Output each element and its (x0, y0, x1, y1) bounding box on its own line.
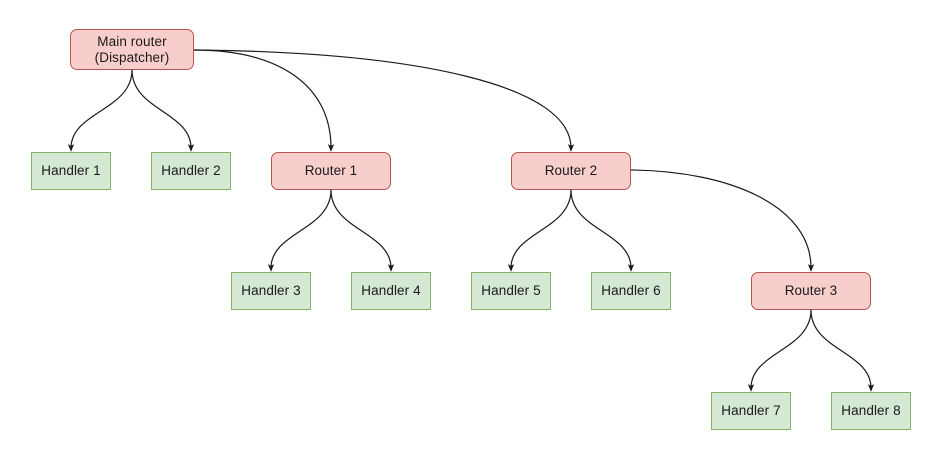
edge-router3-to-handler7 (747, 309, 812, 392)
node-handler8-label: Handler 8 (841, 403, 901, 418)
node-handler3[interactable]: Handler 3 (231, 272, 311, 310)
edge-router1-to-handler3 (267, 189, 332, 272)
node-router1[interactable]: Router 1 (271, 152, 391, 190)
node-router2[interactable]: Router 2 (511, 152, 631, 190)
edge-router3-to-handler8 (810, 309, 875, 392)
edge-router2-to-handler5 (507, 189, 572, 272)
node-handler5[interactable]: Handler 5 (471, 272, 551, 310)
node-handler2[interactable]: Handler 2 (151, 152, 231, 190)
node-handler6[interactable]: Handler 6 (591, 272, 671, 310)
node-router3[interactable]: Router 3 (751, 272, 871, 310)
node-handler7[interactable]: Handler 7 (711, 392, 791, 430)
node-main-label: Main router (Dispatcher) (94, 33, 170, 65)
node-router2-label: Router 2 (544, 163, 598, 178)
node-handler7-label: Handler 7 (721, 403, 781, 418)
node-handler4-label: Handler 4 (361, 283, 421, 298)
node-handler4[interactable]: Handler 4 (351, 272, 431, 310)
node-handler5-label: Handler 5 (481, 283, 541, 298)
node-router1-label: Router 1 (304, 163, 358, 178)
edge-router2-to-handler6 (570, 189, 635, 272)
node-handler8[interactable]: Handler 8 (831, 392, 911, 430)
node-handler3-label: Handler 3 (241, 283, 301, 298)
edge-main-to-router1 (193, 49, 335, 152)
node-handler6-label: Handler 6 (601, 283, 661, 298)
node-main[interactable]: Main router (Dispatcher) (70, 29, 194, 70)
node-handler1[interactable]: Handler 1 (31, 152, 111, 190)
edge-router1-to-handler4 (330, 189, 395, 272)
node-handler1-label: Handler 1 (41, 163, 101, 178)
node-handler2-label: Handler 2 (161, 163, 221, 178)
edge-main-to-router2 (193, 49, 575, 152)
edge-router2-to-router3 (630, 169, 815, 272)
edge-main-to-handler1 (67, 69, 133, 152)
edge-main-to-handler2 (131, 69, 195, 152)
node-router3-label: Router 3 (784, 283, 838, 298)
